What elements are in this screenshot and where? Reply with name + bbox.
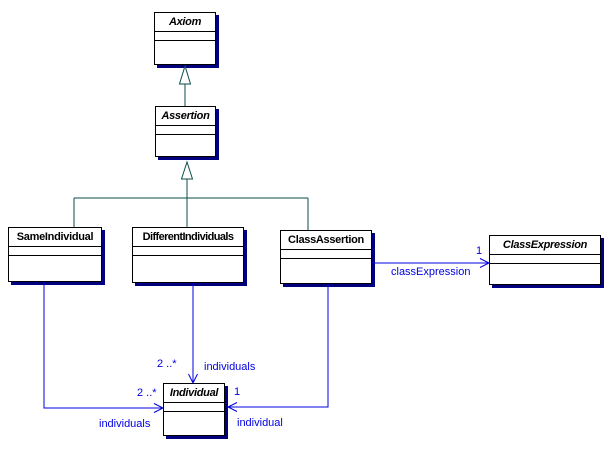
class-name-label: SameIndividual	[9, 228, 101, 247]
attributes-compartment	[490, 255, 600, 264]
hollow-triangle-arrowhead	[180, 160, 194, 180]
class-assertion[interactable]: Assertion	[155, 106, 216, 157]
attributes-compartment	[164, 403, 224, 412]
role-label-classassertion-individual[interactable]: individual	[237, 417, 283, 429]
operations-compartment	[281, 259, 371, 283]
open-arrowhead	[188, 373, 198, 385]
class-individual[interactable]: Individual	[163, 383, 225, 436]
class-classexpression[interactable]: ClassExpression	[489, 235, 601, 285]
operations-compartment	[155, 41, 215, 64]
open-arrowhead	[479, 258, 491, 268]
class-name-label: Assertion	[156, 107, 215, 126]
class-name-label: Axiom	[155, 13, 215, 32]
operations-compartment	[164, 412, 224, 435]
attributes-compartment	[155, 32, 215, 41]
class-name-label: Individual	[164, 384, 224, 403]
attributes-compartment	[281, 250, 371, 259]
association-classassertion-individual[interactable]	[226, 284, 329, 412]
class-name-label: ClassAssertion	[281, 231, 371, 250]
class-classassertion[interactable]: ClassAssertion	[280, 230, 372, 284]
multiplicity-label-classassertion-individual[interactable]: 1	[234, 386, 241, 398]
attributes-compartment	[9, 247, 101, 256]
generalization-assertion-axiom[interactable]	[178, 64, 192, 106]
attributes-compartment	[133, 247, 243, 256]
multiplicity-label-sameindividual-individuals[interactable]: 2 ..*	[137, 387, 157, 399]
attributes-compartment	[156, 126, 215, 135]
association-differentindividuals-individual[interactable]	[188, 283, 198, 385]
hollow-triangle-arrowhead	[178, 64, 192, 85]
multiplicity-label-classexpression[interactable]: 1	[476, 245, 483, 257]
generalization-subclasses-assertion[interactable]	[73, 160, 309, 230]
class-name-label: DifferentIndividuals	[133, 228, 243, 247]
operations-compartment	[156, 135, 215, 156]
role-label-classexpression[interactable]: classExpression	[391, 266, 471, 278]
class-name-label: ClassExpression	[490, 236, 600, 255]
role-label-differentindividuals-individuals[interactable]: individuals	[204, 361, 256, 373]
operations-compartment	[490, 264, 600, 284]
class-sameindividual[interactable]: SameIndividual	[8, 227, 102, 282]
class-differentindividuals[interactable]: DifferentIndividuals	[132, 227, 244, 283]
role-label-sameindividual-individuals[interactable]: individuals	[99, 418, 151, 430]
operations-compartment	[133, 256, 243, 282]
open-arrowhead	[226, 402, 238, 412]
association-line	[228, 284, 329, 408]
operations-compartment	[9, 256, 101, 281]
class-axiom[interactable]: Axiom	[154, 12, 216, 65]
open-arrowhead	[153, 403, 165, 413]
multiplicity-label-differentindividuals-individuals[interactable]: 2 ..*	[157, 358, 177, 370]
